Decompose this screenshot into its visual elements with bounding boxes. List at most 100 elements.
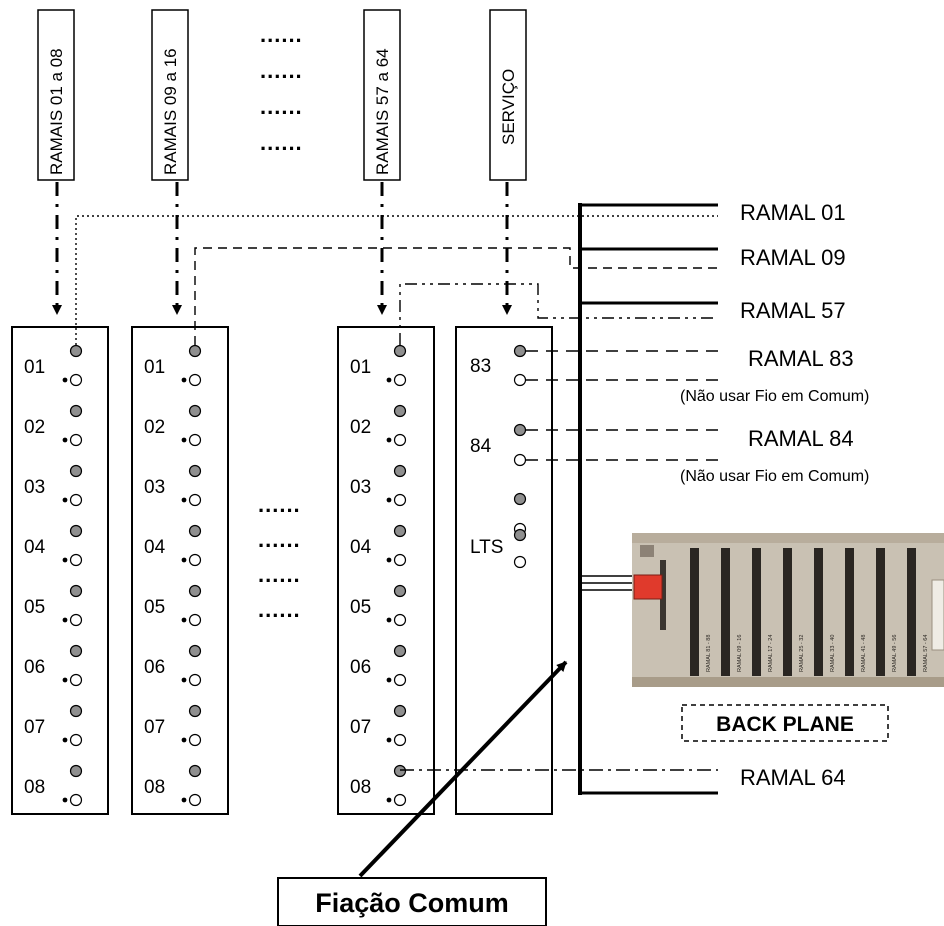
pin-open bbox=[188, 553, 202, 567]
slot-row: 02 bbox=[24, 404, 83, 447]
slot-label: 01 bbox=[144, 357, 165, 378]
module-ramais-57-64 bbox=[337, 326, 435, 815]
slot-label: RAMAL 25 - 32 bbox=[799, 635, 805, 672]
pin-dot bbox=[181, 677, 187, 683]
pin-filled bbox=[393, 704, 407, 718]
label-ramal-84: RAMAL 84 bbox=[748, 426, 854, 451]
pin-dot bbox=[62, 797, 68, 803]
slot-label: 05 bbox=[144, 597, 165, 618]
pin-dot bbox=[62, 497, 68, 503]
pin-open bbox=[188, 673, 202, 687]
back-plane-slots: RAMAL 81 - 88 RAMAL 09 - 16 RAMAL 17 - 24 R… bbox=[690, 548, 929, 676]
slot-connector bbox=[907, 548, 916, 676]
label-ramal-64: RAMAL 64 bbox=[740, 765, 846, 790]
pin-open bbox=[393, 373, 407, 387]
bus-solid-lines bbox=[580, 203, 718, 795]
back-plane-slot: RAMAL 49 - 56 bbox=[876, 548, 898, 676]
pin-open bbox=[188, 493, 202, 507]
pin-dot bbox=[386, 677, 392, 683]
pin-filled bbox=[188, 764, 202, 778]
slot-label: 07 bbox=[24, 717, 45, 738]
slot-row: 08 bbox=[144, 764, 202, 807]
back-plane-slot: RAMAL 17 - 24 bbox=[752, 548, 774, 676]
pin-filled bbox=[393, 524, 407, 538]
module-servico bbox=[455, 326, 553, 815]
pin-filled bbox=[69, 464, 83, 478]
top-ellipsis: ...... ...... ...... ...... bbox=[260, 22, 302, 155]
backplane-links bbox=[582, 575, 632, 591]
pin-filled bbox=[69, 644, 83, 658]
pin-filled bbox=[393, 764, 407, 778]
pin-dot bbox=[62, 737, 68, 743]
slot-row: 06 bbox=[24, 644, 83, 687]
slot-label: RAMAL 09 - 16 bbox=[737, 635, 743, 672]
pin-dot bbox=[386, 617, 392, 623]
back-plane-slot: RAMAL 09 - 16 bbox=[721, 548, 743, 676]
pin-dot bbox=[386, 737, 392, 743]
pin-filled bbox=[69, 524, 83, 538]
pin-open bbox=[69, 793, 83, 807]
wire-ramal-57 bbox=[399, 283, 718, 345]
pin-filled bbox=[393, 404, 407, 418]
pin-open bbox=[393, 553, 407, 567]
slot-label: 07 bbox=[144, 717, 165, 738]
callout-label: Fiação Comum bbox=[315, 888, 509, 918]
slot-label: 02 bbox=[350, 417, 371, 438]
header-label: SERVIÇO bbox=[499, 69, 518, 145]
back-plane-slot: RAMAL 25 - 32 bbox=[783, 548, 805, 676]
wire-ramal-09 bbox=[194, 247, 718, 345]
slot-row: 05 bbox=[144, 584, 202, 627]
pin-open bbox=[393, 433, 407, 447]
note-ramal-84: (Não usar Fio em Comum) bbox=[680, 468, 869, 485]
pin-dot bbox=[181, 797, 187, 803]
slot-label: 08 bbox=[24, 777, 45, 798]
header-ramais-01-08: RAMAIS 01 a 08 bbox=[37, 9, 75, 181]
slot-connector bbox=[814, 548, 823, 676]
slot-connector bbox=[690, 548, 699, 676]
pin-dot bbox=[62, 437, 68, 443]
slot-row: 08 bbox=[24, 764, 83, 807]
pin-open bbox=[393, 793, 407, 807]
pin-filled bbox=[188, 584, 202, 598]
label-ramal-01: RAMAL 01 bbox=[740, 200, 846, 225]
slot-label: 06 bbox=[24, 657, 45, 678]
pin-open bbox=[69, 433, 83, 447]
back-plane-slot: RAMAL 57 - 64 bbox=[907, 548, 929, 676]
pin-filled bbox=[69, 584, 83, 598]
pin-filled bbox=[188, 404, 202, 418]
pin-filled bbox=[188, 464, 202, 478]
pin-open bbox=[69, 373, 83, 387]
header-label: RAMAIS 57 a 64 bbox=[373, 48, 392, 175]
label-ramal-83: RAMAL 83 bbox=[748, 346, 854, 371]
slot-row: 01 bbox=[24, 344, 83, 387]
slot-connector bbox=[721, 548, 730, 676]
pin-open bbox=[188, 613, 202, 627]
pin-open bbox=[188, 793, 202, 807]
pin-open bbox=[188, 373, 202, 387]
pin-dot bbox=[386, 797, 392, 803]
slot-label: RAMAL 81 - 88 bbox=[706, 635, 712, 672]
slot-connector bbox=[876, 548, 885, 676]
slot-row: 01 bbox=[144, 344, 202, 387]
slot-label: 03 bbox=[144, 477, 165, 498]
service-label-83: 83 bbox=[470, 356, 491, 377]
ellipsis: ...... bbox=[258, 562, 301, 587]
slot-row: 07 bbox=[350, 704, 407, 747]
pin-filled bbox=[69, 764, 83, 778]
pin-filled bbox=[393, 584, 407, 598]
pin-dot bbox=[181, 437, 187, 443]
slot-row: 03 bbox=[144, 464, 202, 507]
slot-label: 05 bbox=[24, 597, 45, 618]
back-plane-label: BACK PLANE bbox=[716, 713, 854, 736]
slot-label: 02 bbox=[144, 417, 165, 438]
module-ramais-09-16 bbox=[131, 326, 229, 815]
slot-label: 05 bbox=[350, 597, 371, 618]
header-label: RAMAIS 09 a 16 bbox=[161, 48, 180, 175]
slot-label: 04 bbox=[24, 537, 46, 558]
pin-open bbox=[69, 553, 83, 567]
header-ramais-57-64: RAMAIS 57 a 64 bbox=[363, 9, 401, 181]
pin-open bbox=[69, 733, 83, 747]
pin-filled bbox=[188, 524, 202, 538]
